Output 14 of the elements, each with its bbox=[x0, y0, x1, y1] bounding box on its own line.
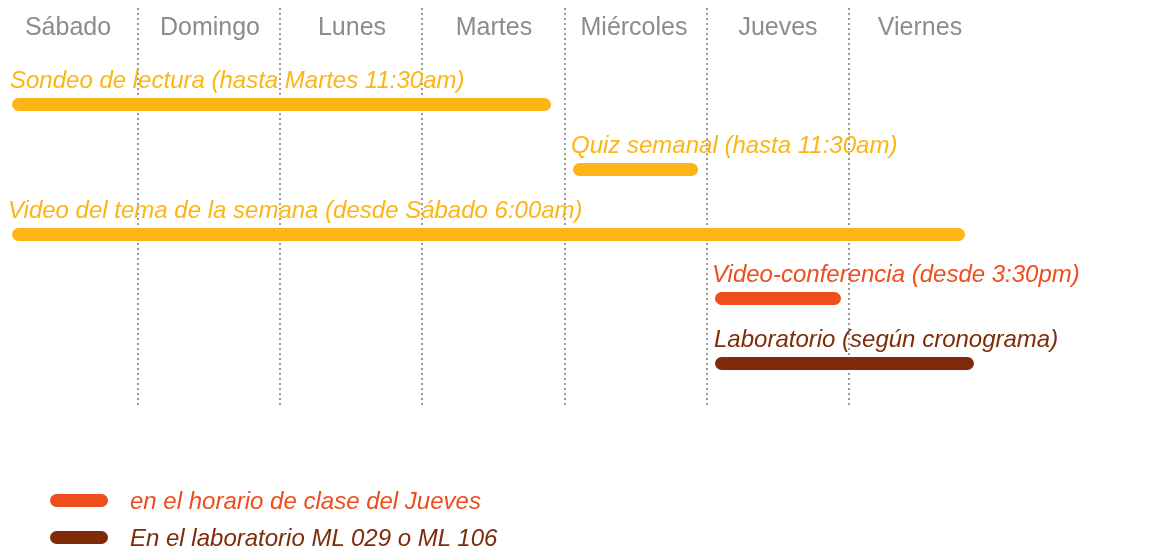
task-label: Quiz semanal (hasta 11:30am) bbox=[571, 131, 898, 159]
task-label: Laboratorio (según cronograma) bbox=[714, 325, 1059, 353]
day-label: Miércoles bbox=[580, 12, 688, 41]
task-label: Video del tema de la semana (desde Sábado 6:00am) bbox=[8, 196, 583, 224]
legend-label: En el laboratorio ML 029 o ML 106 bbox=[130, 524, 498, 550]
day-label: Jueves bbox=[738, 12, 818, 41]
day-label: Lunes bbox=[317, 12, 387, 41]
legend-label: en el horario de clase del Jueves bbox=[130, 487, 481, 515]
day-label: Sábado bbox=[24, 12, 112, 41]
task-label: Sondeo de lectura (hasta Martes 11:30am) bbox=[10, 66, 465, 94]
day-label: Martes bbox=[455, 12, 533, 41]
day-label: Domingo bbox=[159, 12, 261, 41]
task-label: Video-conferencia (desde 3:30pm) bbox=[712, 260, 1080, 288]
day-label: Viernes bbox=[877, 12, 963, 41]
